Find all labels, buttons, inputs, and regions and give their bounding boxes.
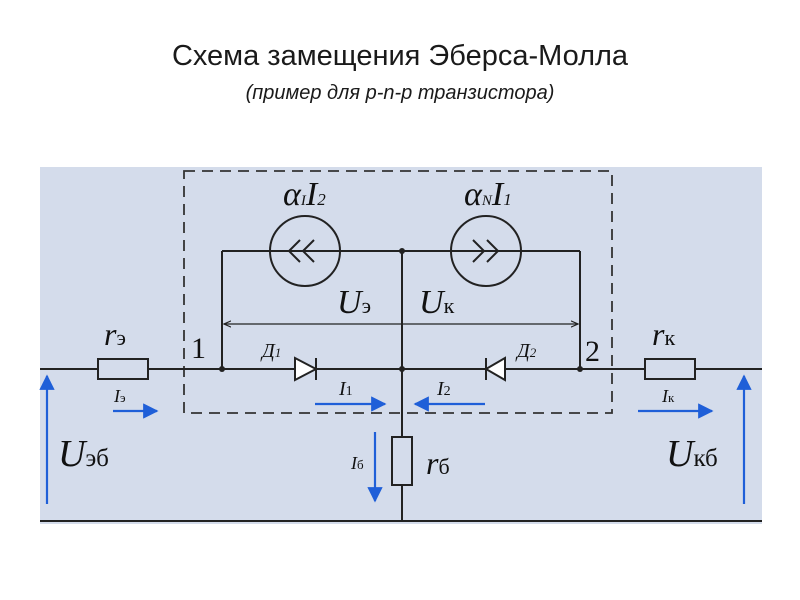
label-alpha-n: αNI1 xyxy=(464,176,512,213)
page-title: Схема замещения Эберса-Молла xyxy=(171,40,629,72)
current-source-alpha-n xyxy=(450,215,522,287)
label-u-k: Uк xyxy=(419,284,455,321)
junction-node-2 xyxy=(577,366,583,372)
junction-node-center xyxy=(399,366,405,372)
label-i-2: I2 xyxy=(436,378,451,400)
label-i-k: Iк xyxy=(661,386,675,406)
diode-d2 xyxy=(484,356,506,382)
label-u-e: Uэ xyxy=(337,284,371,321)
junction-node-1 xyxy=(219,366,225,372)
label-r-b: rб xyxy=(426,445,450,481)
label-d1: Д1 xyxy=(260,340,281,362)
current-source-alpha-i xyxy=(269,215,341,287)
label-i-e: Iэ xyxy=(113,386,126,406)
label-r-k: rк xyxy=(652,316,675,352)
resistor-r-e xyxy=(97,358,149,380)
page-subtitle: (пример для p-n-p транзистора) xyxy=(245,82,555,104)
label-i-1: I1 xyxy=(338,378,353,400)
label-u-eb: Uэб xyxy=(58,433,109,475)
current-source-alpha-n-arrow xyxy=(472,239,500,263)
junction-node-center-top xyxy=(399,248,405,254)
transistor-boundary xyxy=(183,170,613,414)
label-d2: Д2 xyxy=(515,340,537,362)
resistor-r-k xyxy=(644,358,696,380)
diode-d1 xyxy=(294,356,319,382)
label-node-1: 1 xyxy=(191,332,206,365)
current-source-alpha-i-arrow xyxy=(287,239,315,263)
label-u-kb: Uкб xyxy=(666,433,718,475)
label-node-2: 2 xyxy=(585,335,600,368)
label-i-b: Iб xyxy=(350,453,364,473)
label-r-e: rэ xyxy=(104,316,126,352)
label-alpha-i: αII2 xyxy=(283,176,326,213)
